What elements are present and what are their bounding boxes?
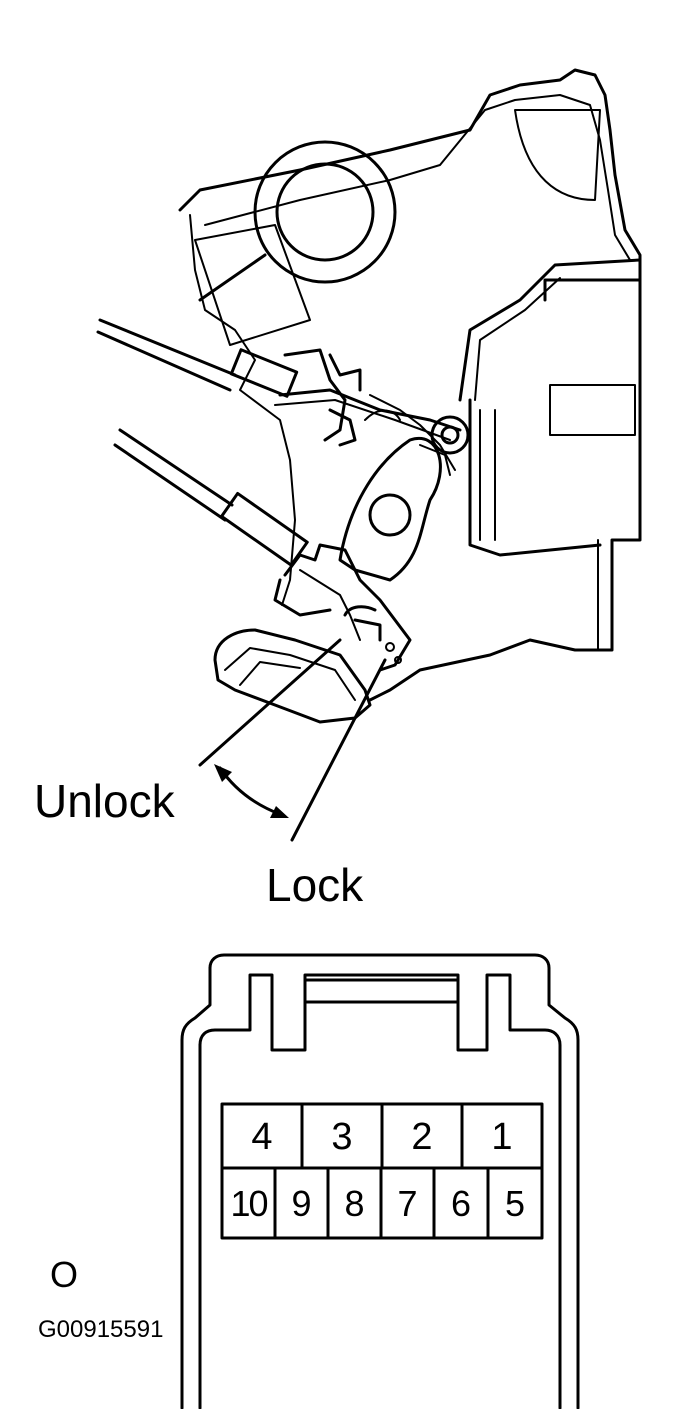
lock-angle-indicator <box>198 638 387 842</box>
lock-label: Lock <box>266 859 364 911</box>
pin-label: 5 <box>504 1183 526 1224</box>
connector-face <box>180 953 580 1409</box>
view-marker: O <box>50 1254 79 1295</box>
door-lock-assembly <box>96 68 642 724</box>
pin-label: 1 <box>491 1116 513 1158</box>
pin-label: 2 <box>411 1116 433 1158</box>
pin-label: 3 <box>331 1116 353 1158</box>
pin-label: 4 <box>251 1116 273 1158</box>
pin-label: 8 <box>344 1183 365 1224</box>
unlock-label: Unlock <box>34 775 175 827</box>
pin-label: 9 <box>291 1183 312 1224</box>
figure-code: G00915591 <box>38 1316 164 1343</box>
pin-label: 7 <box>397 1183 418 1224</box>
pin-label: 6 <box>450 1183 472 1224</box>
pin-label: 10 <box>230 1183 268 1224</box>
